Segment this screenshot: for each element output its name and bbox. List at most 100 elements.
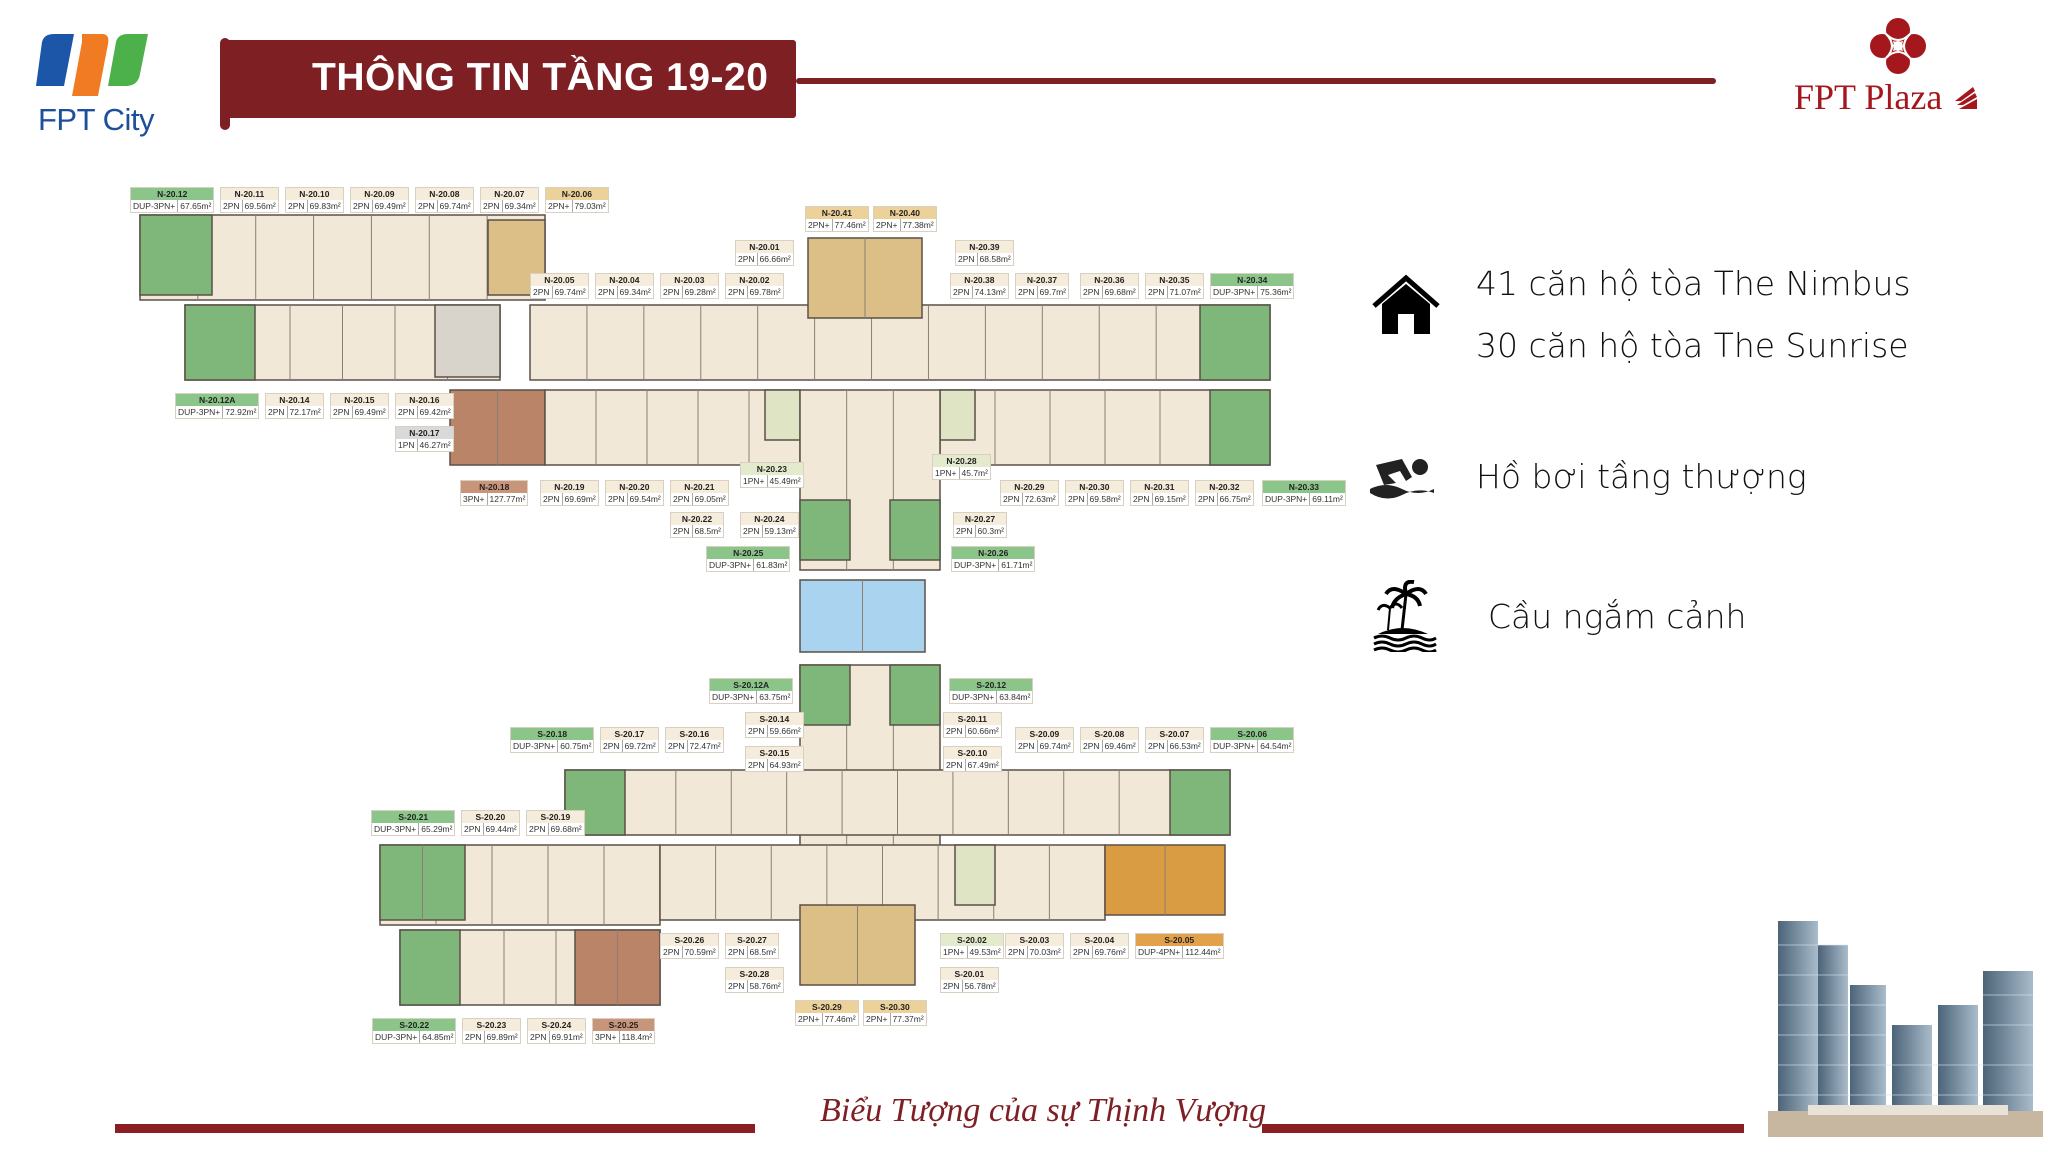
unit-area: 68.5m²	[746, 946, 776, 958]
unit-type: 2PN	[748, 726, 765, 736]
unit-type: DUP-3PN+	[1265, 494, 1308, 504]
unit-details: DUP-3PN+75.36m²	[1211, 286, 1293, 298]
unit-area: 71.07m²	[1166, 286, 1201, 298]
unit-type: 2PN+	[798, 1014, 820, 1024]
unit-n-20-34	[1199, 304, 1271, 381]
unit-id: S-20.15	[746, 747, 803, 759]
unit-type: 2PN	[603, 741, 620, 751]
unit-type: 2PN+	[866, 1014, 888, 1024]
unit-s-20-06	[1169, 769, 1231, 836]
unit-area: 77.37m²	[889, 1013, 924, 1025]
unit-area: 77.46m²	[821, 1013, 856, 1025]
unit-type: 2PN	[598, 287, 615, 297]
unit-id: N-20.21	[671, 481, 728, 493]
unit-details: DUP-3PN+63.75m²	[710, 691, 792, 703]
unit-area: 68.5m²	[691, 525, 721, 537]
unit-details: 2PN+77.46m²	[806, 219, 868, 231]
unit-id: S-20.01	[941, 968, 998, 980]
unit-id: N-20.06	[546, 188, 608, 200]
unit-n-20-28	[939, 389, 976, 441]
unit-area: 69.68m²	[547, 823, 582, 835]
unit-type: 2PN	[1083, 287, 1100, 297]
unit-type: 2PN	[738, 254, 755, 264]
unit-area: 72.63m²	[1021, 493, 1056, 505]
unit-n-20-17	[434, 304, 501, 378]
unit-n-20-23	[764, 389, 801, 441]
unit-id: N-20.35	[1146, 274, 1203, 286]
unit-details: DUP-3PN+61.83m²	[707, 559, 789, 571]
unit-type: 2PN	[728, 981, 745, 991]
fpt-plaza-logo-text: FPT Plaza	[1794, 76, 1979, 118]
footer-line-right	[1262, 1124, 1744, 1133]
unit-area: 59.13m²	[761, 525, 796, 537]
unit-id: N-20.30	[1066, 481, 1123, 493]
unit-id: S-20.26	[661, 934, 718, 946]
unit-id: N-20.36	[1081, 274, 1138, 286]
unit-id: S-20.25	[593, 1019, 655, 1031]
unit-type: 2PN	[748, 760, 765, 770]
unit-area: 69.7m²	[1036, 286, 1066, 298]
unit-type: 2PN+	[548, 201, 570, 211]
unit-s-20-22	[399, 929, 461, 1006]
unit-id: S-20.24	[528, 1019, 585, 1031]
unit-id: S-20.29	[796, 1001, 858, 1013]
info-nimbus-count: 41 căn hộ tòa The Nimbus	[1476, 264, 1911, 303]
unit-s-20-12	[889, 664, 941, 726]
unit-details: 2PN+77.46m²	[796, 1013, 858, 1025]
unit-area: 68.58m²	[976, 253, 1011, 265]
unit-id: S-20.21	[372, 811, 455, 823]
unit-area: 67.65m²	[177, 200, 211, 212]
unit-area: 64.93m²	[766, 759, 801, 771]
unit-area: 45.49m²	[766, 475, 801, 487]
fpt-city-logo-text: FPT City	[38, 102, 155, 137]
unit-details: 2PN+77.38m²	[874, 219, 936, 231]
unit-id: N-20.38	[951, 274, 1008, 286]
info-rooftop-pool: Hồ bơi tầng thượng	[1476, 457, 1807, 496]
unit-area: 69.11m²	[1309, 493, 1343, 505]
unit-type: 2PN	[483, 201, 500, 211]
unit-id: N-20.02	[726, 274, 783, 286]
unit-area: 45.7m²	[958, 467, 988, 479]
unit-id: S-20.23	[463, 1019, 520, 1031]
unit-type: 2PN	[464, 824, 481, 834]
unit-type: 1PN+	[935, 468, 957, 478]
unit-type: DUP-3PN+	[513, 741, 556, 751]
unit-area: 72.17m²	[286, 406, 321, 418]
unit-area: 69.42m²	[416, 406, 451, 418]
unit-id: N-20.08	[416, 188, 473, 200]
unit-area: 72.47m²	[686, 740, 721, 752]
unit-type: DUP-3PN+	[133, 201, 176, 211]
unit-type: DUP-3PN+	[954, 560, 997, 570]
